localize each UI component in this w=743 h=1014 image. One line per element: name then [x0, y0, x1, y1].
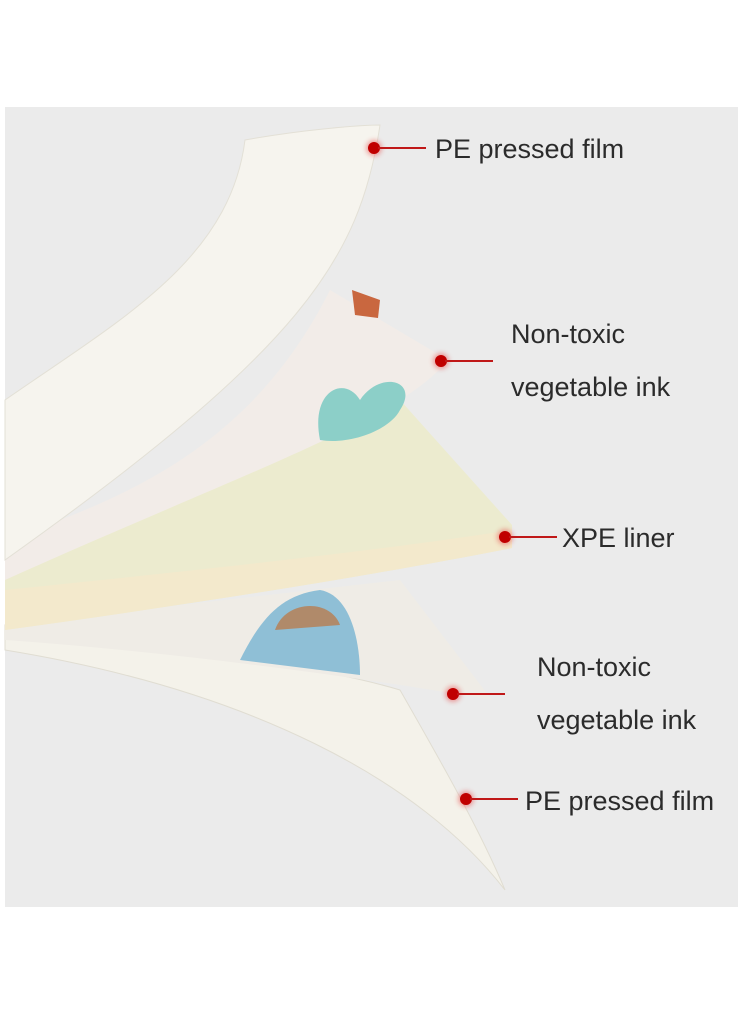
leader-line-4: [457, 693, 505, 695]
label-line: Non-toxic: [537, 652, 652, 682]
bottom-ink-layer: [5, 580, 492, 700]
top-ink-layer: [5, 290, 448, 580]
label-non-toxic-ink-top: Non-toxic vegetable ink: [511, 308, 670, 414]
marker-dot-1: [368, 142, 380, 154]
top-pe-film-layer: [4, 124, 381, 561]
label-line: vegetable ink: [511, 372, 671, 402]
marker-dot-5: [460, 793, 472, 805]
label-line: vegetable ink: [537, 705, 697, 735]
marker-dot-2: [435, 355, 447, 367]
leader-line-1: [378, 147, 426, 149]
label-non-toxic-ink-bottom: Non-toxic vegetable ink: [537, 641, 696, 747]
label-line: PE pressed film: [525, 786, 715, 816]
cactus-illustration: [318, 381, 406, 441]
leader-line-3: [509, 536, 557, 538]
bear-illustration: [240, 590, 360, 675]
label-line: Non-toxic: [511, 319, 626, 349]
leader-line-2: [445, 360, 493, 362]
marker-dot-3: [499, 531, 511, 543]
label-xpe-liner: XPE liner: [562, 512, 675, 565]
label-pe-pressed-film-bottom: PE pressed film: [525, 775, 714, 828]
label-pe-pressed-film-top: PE pressed film: [435, 123, 624, 176]
marker-dot-4: [447, 688, 459, 700]
label-line: XPE liner: [562, 523, 675, 553]
xpe-liner-layer: [5, 400, 512, 630]
label-line: PE pressed film: [435, 134, 625, 164]
leader-line-5: [470, 798, 518, 800]
